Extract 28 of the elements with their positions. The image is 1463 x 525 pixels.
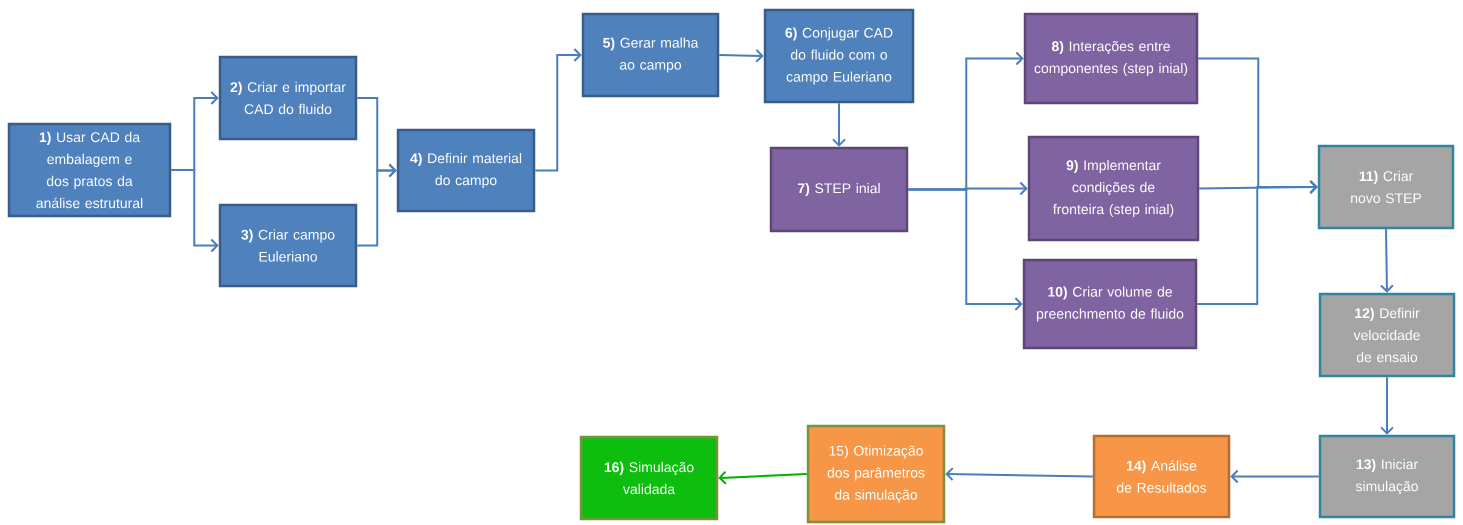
process-box: 16) Simulação validada <box>579 435 719 521</box>
arrow <box>1380 376 1394 435</box>
process-box: 13) Iniciar simulação <box>1318 434 1456 519</box>
process-box: 5) Gerar malha ao campo <box>581 12 720 98</box>
arrow <box>832 102 846 147</box>
arrow <box>718 48 764 63</box>
process-box: 3) Criar campo Euleriano <box>218 203 358 288</box>
process-box: 12) Definir velocidade de ensaio <box>1318 292 1456 378</box>
arrow <box>907 188 1023 311</box>
process-box: 6) Conjugar CAD do fluido com o campo Euleriano <box>763 8 915 104</box>
process-box: 7) STEP inial <box>769 146 909 233</box>
process-box: 4) Definir material do campo <box>396 128 536 213</box>
arrow <box>1379 228 1394 293</box>
process-box: 14) Análise de Resultados <box>1092 434 1231 519</box>
process-box: 11) Criar novo STEP <box>1317 144 1455 230</box>
process-box: 8) Interações entre componentes (step inial) <box>1023 12 1199 105</box>
arrow <box>1230 469 1320 484</box>
process-box: 10) Criar volume de preenchmento de fluido <box>1022 258 1198 350</box>
arrow <box>718 470 808 485</box>
arrow <box>534 48 582 172</box>
arrow <box>170 169 219 253</box>
process-box: 1) Usar CAD da embalagem e dos pratos da análise estrutural <box>7 122 172 218</box>
arrow <box>356 163 397 247</box>
process-box: 2) Criar e importar CAD do fluido <box>218 55 358 141</box>
arrow <box>1196 180 1318 305</box>
process-box: 15) Otimização dos parâmetros da simulação <box>806 424 946 524</box>
arrow <box>945 467 1094 482</box>
process-box: 9) Implementar condições de fronteira (step inial) <box>1027 135 1200 242</box>
